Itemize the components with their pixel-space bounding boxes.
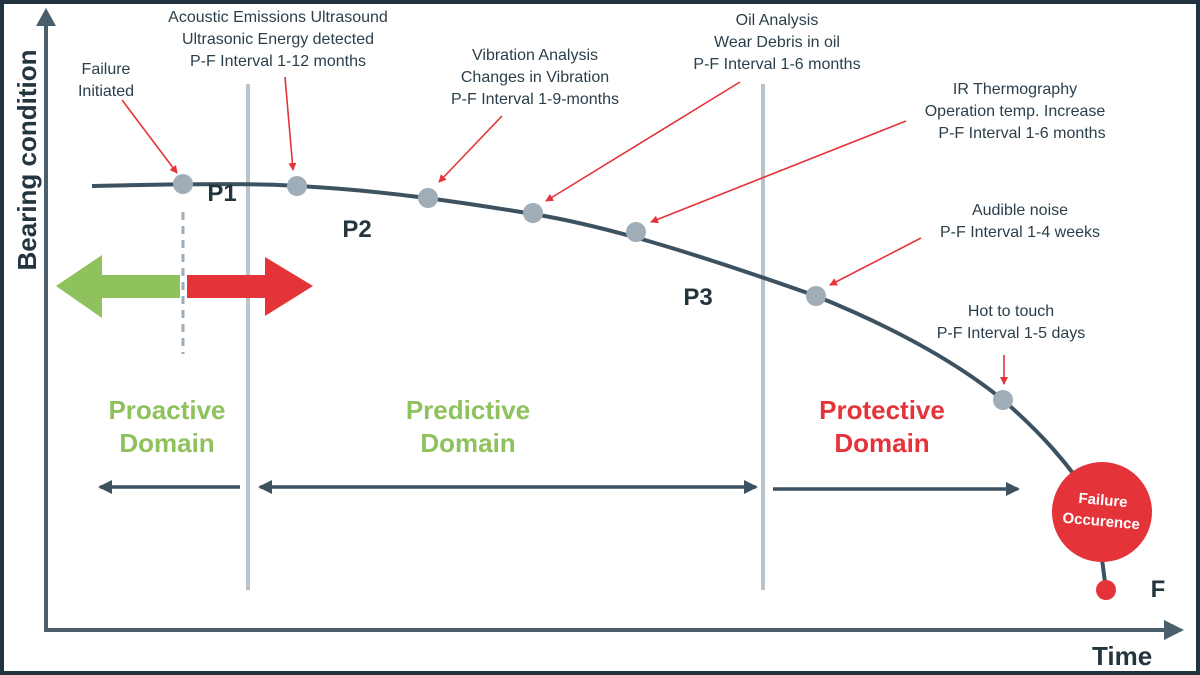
x-axis-arrowhead — [1164, 620, 1184, 640]
annotation-line: Hot to touch — [968, 303, 1054, 320]
dot-vibration — [418, 188, 438, 208]
label-p3: P3 — [683, 284, 712, 311]
annotation-line: IR Thermography — [953, 81, 1077, 98]
failure-occurence-line1: Failure — [1078, 490, 1128, 511]
dot-audible — [806, 286, 826, 306]
predictive-domain-line1: Predictive — [406, 395, 530, 425]
annotation-ir: IR Thermography Operation temp. Increase… — [925, 81, 1106, 142]
y-axis-label: Bearing condition — [12, 50, 42, 271]
x-axis-label: Time — [1092, 641, 1152, 671]
annotation-line: Initiated — [78, 83, 134, 100]
dot-acoustic — [287, 176, 307, 196]
dot-ir — [626, 222, 646, 242]
proactive-domain-line1: Proactive — [108, 395, 225, 425]
proactive-domain-line2: Domain — [119, 428, 214, 458]
annotation-line: Ultrasonic Energy detected — [182, 31, 374, 48]
arrow-oil — [545, 81, 741, 202]
y-axis-arrowhead — [36, 8, 56, 26]
protective-domain-line1: Protective — [819, 395, 945, 425]
arrow-failure-initiated — [121, 99, 178, 174]
annotation-line: Oil Analysis — [736, 12, 819, 29]
annotation-line: P-F Interval 1-6 months — [938, 125, 1105, 142]
annotation-line: Operation temp. Increase — [925, 103, 1106, 120]
annotation-audible: Audible noise P-F Interval 1-4 weeks — [940, 202, 1100, 241]
annotation-line: Acoustic Emissions Ultrasound — [168, 9, 388, 26]
arrow-vibration — [438, 115, 503, 183]
arrow-acoustic — [284, 76, 297, 171]
annotation-line: P-F Interval 1-6 months — [693, 56, 860, 73]
label-f: F — [1151, 576, 1166, 603]
annotation-line: P-F Interval 1-4 weeks — [940, 224, 1100, 241]
arrow-ir — [650, 120, 907, 224]
arrow-audible — [829, 237, 922, 286]
annotation-line: Audible noise — [972, 202, 1068, 219]
failure-occurence-line2: Occurence — [1062, 510, 1141, 534]
annotation-line: P-F Interval 1-5 days — [937, 325, 1086, 342]
dot-hot — [993, 390, 1013, 410]
dot-oil — [523, 203, 543, 223]
reactive-arrow — [187, 257, 313, 316]
annotation-line: Changes in Vibration — [461, 69, 609, 86]
proactive-arrow — [56, 255, 180, 318]
predictive-domain-line2: Domain — [420, 428, 515, 458]
failure-point-dot — [1096, 580, 1116, 600]
condition-points — [173, 174, 1013, 410]
label-p1: P1 — [207, 180, 236, 207]
annotation-line: P-F Interval 1-12 months — [190, 53, 366, 70]
annotation-failure-initiated: Failure Initiated — [78, 61, 134, 100]
annotation-line: Wear Debris in oil — [714, 34, 840, 51]
annotation-line: Failure — [82, 61, 131, 78]
annotation-hot: Hot to touch P-F Interval 1-5 days — [937, 303, 1086, 342]
dot-failure-initiated — [173, 174, 193, 194]
annotation-line: P-F Interval 1-9-months — [451, 91, 619, 108]
annotation-acoustic: Acoustic Emissions Ultrasound Ultrasonic… — [168, 9, 388, 70]
failure-occurence-circle — [1052, 462, 1152, 562]
annotation-vibration: Vibration Analysis Changes in Vibration … — [451, 47, 619, 108]
label-p2: P2 — [342, 216, 371, 243]
protective-domain-line2: Domain — [834, 428, 929, 458]
annotation-line: Vibration Analysis — [472, 47, 598, 64]
annotation-oil: Oil Analysis Wear Debris in oil P-F Inte… — [693, 12, 860, 73]
diagram-background — [4, 4, 1196, 671]
annotation-arrows — [121, 76, 1008, 385]
